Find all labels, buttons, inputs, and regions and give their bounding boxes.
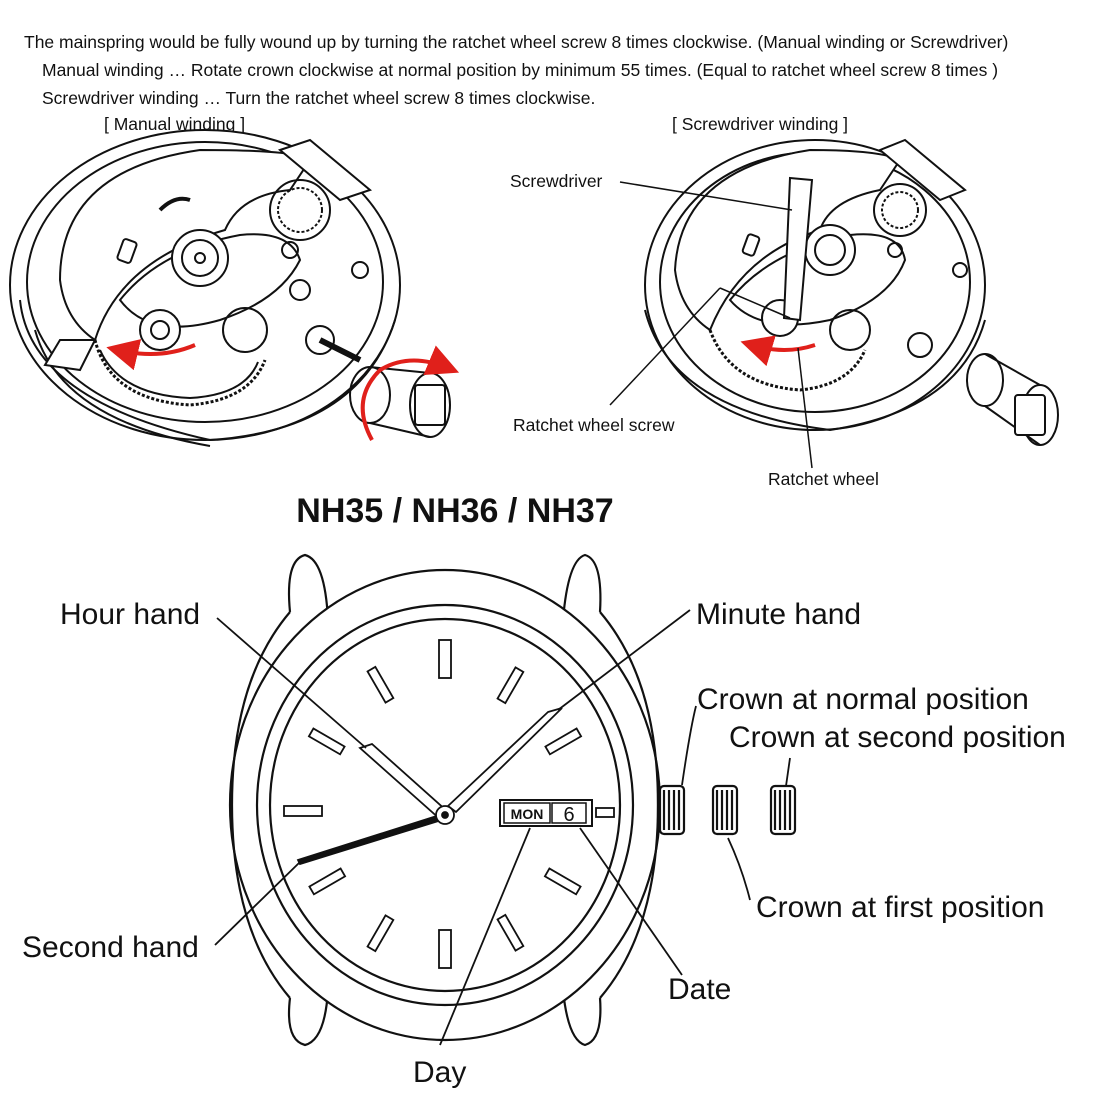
label-hour-hand: Hour hand: [60, 598, 200, 631]
watch-case: [228, 553, 797, 1047]
crown-rotation-arrow: [360, 345, 460, 441]
screwdriver-leaders: [609, 181, 813, 469]
intro-line-3: Screwdriver winding … Turn the ratchet w…: [42, 88, 596, 108]
label-crown-normal: Crown at normal position: [697, 683, 1029, 716]
day-window-text: MON: [511, 806, 544, 822]
intro-line-2: Manual winding … Rotate crown clockwise …: [42, 60, 999, 80]
intro-line-1: The mainspring would be fully wound up b…: [24, 32, 1009, 52]
screwdriver-winding-title: [ Screwdriver winding ]: [672, 114, 849, 134]
label-crown-first: Crown at first position: [756, 891, 1044, 924]
manual-winding-movement: [9, 129, 451, 447]
label-date: Date: [668, 973, 731, 1006]
model-title: NH35 / NH36 / NH37: [296, 492, 613, 530]
label-minute-hand: Minute hand: [696, 598, 861, 631]
label-ratchet-wheel: Ratchet wheel: [768, 469, 879, 489]
screwdriver-winding-movement: [644, 138, 1059, 446]
day-date-window: MON 6: [499, 799, 593, 827]
date-window: [551, 802, 587, 824]
label-second-hand: Second hand: [22, 931, 199, 964]
minute-hand: [446, 707, 563, 814]
screw-rotation-arrow: [740, 335, 816, 367]
date-window-text: 6: [563, 804, 574, 826]
manual-winding-title: [ Manual winding ]: [104, 114, 246, 134]
label-screwdriver: Screwdriver: [510, 171, 603, 191]
day-window: [503, 802, 551, 824]
watch-dial-markers: [283, 639, 615, 969]
label-day: Day: [413, 1056, 466, 1089]
label-ratchet-wheel-screw: Ratchet wheel screw: [513, 415, 675, 435]
watch-leaders: [214, 609, 791, 1046]
label-crown-second: Crown at second position: [729, 721, 1066, 754]
watch-hands: [296, 707, 563, 866]
ratchet-rotation-arrow: [106, 339, 196, 371]
